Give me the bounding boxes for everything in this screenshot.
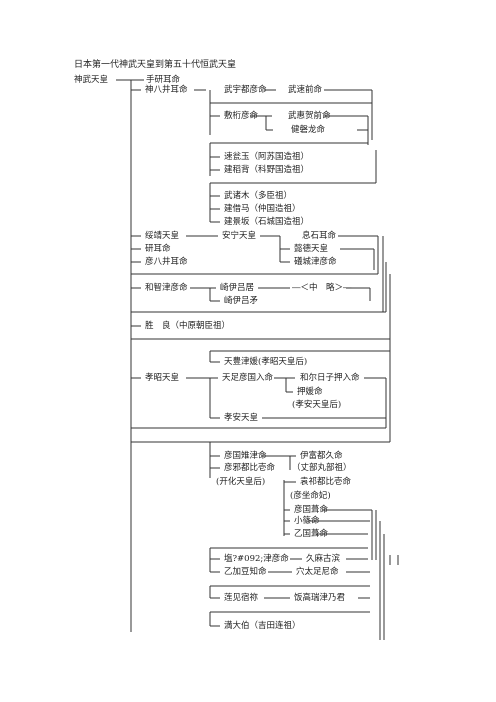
node-takemoroki: 武诸木（多臣祖） — [224, 191, 293, 201]
node-hikotsunomi-note: (彦坐命妃) — [290, 491, 331, 501]
node-tatesamimi: 健磐龙命 — [291, 125, 326, 135]
node-iitakatsutsuno: 饭高瑞津乃君 — [294, 593, 346, 603]
node-kenjimimi: 研耳命 — [145, 244, 171, 254]
node-chuuryaku: ―＜中 略＞― — [292, 283, 352, 293]
node-shikitsuhiko: 礒城津彦命 — [294, 257, 337, 267]
node-shikiirohoso: 崎伊吕居 — [220, 283, 255, 293]
node-itoku: 懿德天皇 — [294, 244, 329, 254]
node-kaika-note: (开化天皇后) — [216, 477, 266, 487]
node-tatetokusa: 建稻背（科野国造祖） — [224, 165, 310, 175]
node-tateiwakisaka: 建景坂（石城国造祖） — [224, 217, 310, 227]
node-koushou: 孝昭天皇 — [145, 373, 180, 383]
node-otokashira: 乙加豆知命 — [224, 567, 267, 577]
node-hikoyaimimi: 彦八井耳命 — [145, 257, 188, 267]
node-hayatamatsu: 速瓮玉（阿苏国造祖） — [224, 152, 310, 162]
node-anakoshinushi: 穴太足尼命 — [296, 567, 339, 577]
node-kumakoinu: 久麻古滨 — [306, 554, 341, 564]
node-jinmu: 神武天皇 — [74, 75, 109, 85]
node-wachitsuhiko: 和智津彦命 — [145, 283, 188, 293]
node-takeuchisu: 武宇都彦命 — [224, 85, 267, 95]
node-yaishikoyoroshi: 袁祁都比壱命 — [300, 477, 352, 487]
node-otokunikimi: 乙国葺命 — [294, 529, 329, 539]
page-title: 日本第一代神武天皇到第五十代恒武天皇 — [74, 60, 237, 70]
node-hasumi: 莲见宿祢 — [224, 593, 259, 603]
node-okishimimi: 息石耳命 — [302, 231, 337, 241]
node-hikoyoroshi-note: （丈部丸部祖） — [292, 463, 352, 473]
node-amatarashihiko: 天足彦国入命 — [222, 373, 274, 383]
node-kouan: 孝安天皇 — [224, 413, 259, 423]
node-oshihime-note: (孝安天皇后) — [292, 400, 342, 410]
node-kamuyaimimi: 神八井耳命 — [145, 85, 188, 95]
node-hokotsuhiko: 塩?#092;津彦命 — [224, 554, 289, 564]
node-amatoyotsuhime: 天豊津媛(孝昭天皇后) — [224, 357, 308, 367]
node-tagishimimi: 手研耳命 — [146, 75, 181, 85]
node-amatsuhiko: 敷桁彦命 — [224, 111, 259, 121]
node-shikiirohoko: 崎伊吕矛 — [224, 296, 259, 306]
node-oshihime: 押媛命 — [297, 387, 323, 397]
node-takehayami: 武速前命 — [288, 85, 323, 95]
node-tsuokaa: 満大伯（吉田连祖） — [224, 621, 301, 631]
node-iitomiku: 伊富都久命 — [300, 451, 343, 461]
node-annei: 安宁天皇 — [222, 231, 257, 241]
node-masaru: 胜 良（中原朝臣祖） — [145, 321, 231, 331]
node-tatetsunoma: 建借马（仲国造祖） — [224, 204, 301, 214]
node-takeerakasa: 武惠贺前命 — [288, 111, 331, 121]
node-oshinokomi: 小篠命 — [294, 516, 320, 526]
node-suizei: 绥靖天皇 — [145, 231, 180, 241]
node-wanihiko: 和尔日子押入命 — [300, 373, 360, 383]
node-hikokuni-ki: 彦国葺命 — [294, 505, 329, 515]
node-hikoyoroshi: 彦邪都比壱命 — [224, 463, 276, 473]
node-hikokuniyotsu: 彦国雉津命 — [224, 451, 267, 461]
